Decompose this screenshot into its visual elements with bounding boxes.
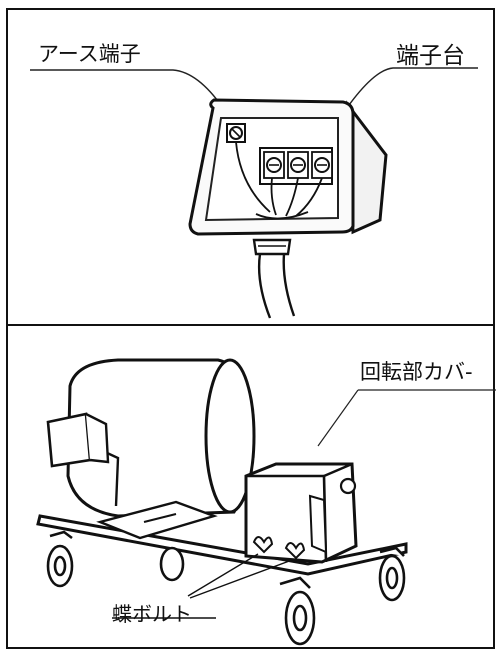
- cable-gland: [252, 238, 292, 256]
- caster-rear-left: [159, 546, 185, 582]
- wires: [235, 141, 323, 220]
- terminal-box-drawing: [30, 67, 478, 319]
- bolt-leader-lines: [112, 553, 293, 619]
- earth-terminal-label: アース端子: [38, 42, 141, 66]
- rotating-cover-label: 回転部カバ-: [360, 360, 473, 384]
- motor-cart-panel: 回転部カバ- 蝶ボルト: [6, 324, 496, 649]
- wing-bolt-1: [252, 536, 274, 554]
- terminal-screw-2: [287, 151, 309, 179]
- caster-front-right: [279, 576, 316, 646]
- base-plate: [36, 514, 408, 576]
- earth-terminal-screw: [226, 123, 246, 143]
- terminal-block: [259, 147, 333, 185]
- earth-leader-line: [30, 69, 224, 109]
- terminal-block-label: 端子台: [396, 43, 465, 69]
- terminal-box-panel: アース端子 端子台: [6, 8, 495, 326]
- motor-terminal-box: [46, 412, 110, 468]
- motor-body: [66, 358, 256, 518]
- wing-bolt-label: 蝶ボルト: [112, 602, 192, 626]
- wing-bolt-2: [284, 542, 306, 560]
- caster-rear-right: [378, 546, 406, 602]
- rotating-part-cover: [244, 462, 358, 564]
- caster-front-left: [46, 530, 74, 588]
- cable: [257, 253, 296, 319]
- terminal-screw-3: [311, 151, 333, 179]
- terminal-screw-1: [263, 151, 285, 179]
- motor-foot: [96, 500, 218, 540]
- motor-cart-drawing: [36, 358, 496, 646]
